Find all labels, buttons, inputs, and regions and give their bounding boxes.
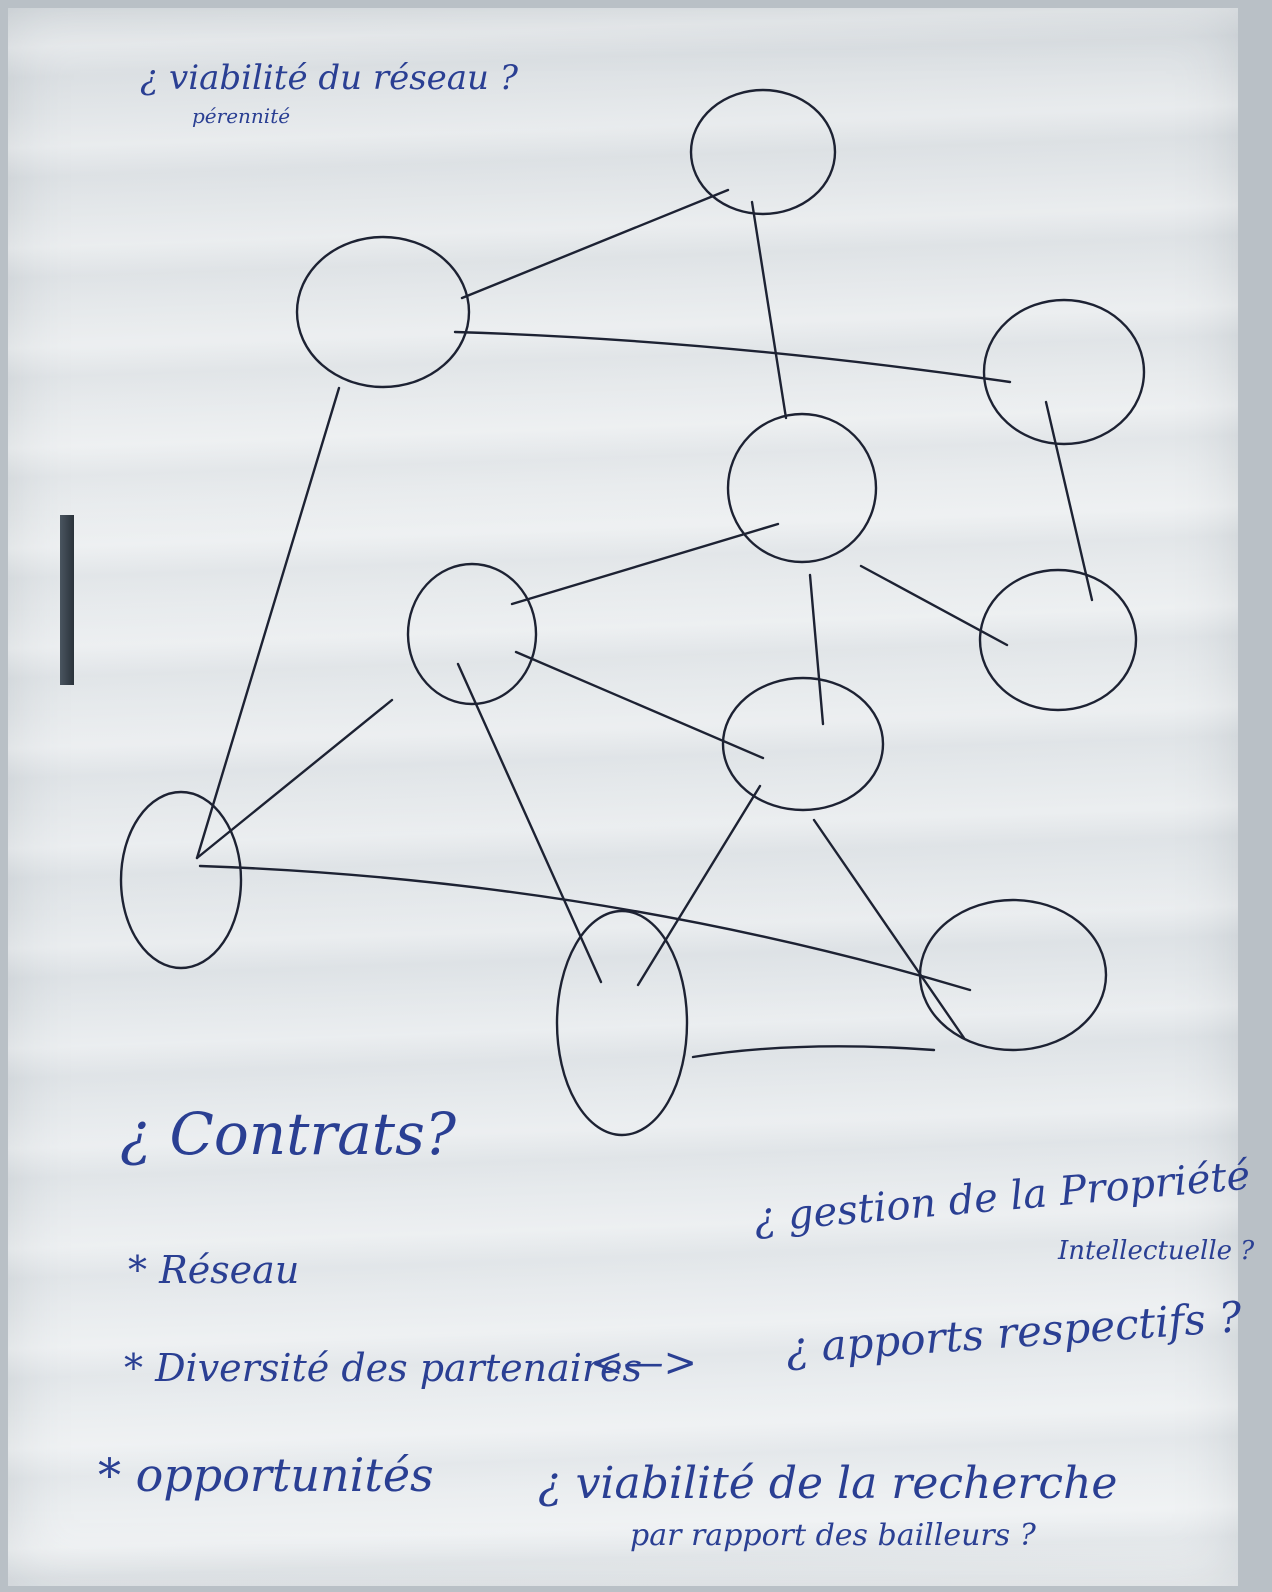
node-right-lower bbox=[978, 568, 1138, 712]
arrow-note: <—> bbox=[590, 1340, 698, 1386]
binder-clip bbox=[60, 515, 74, 685]
header-note-line2: pérennité bbox=[192, 104, 291, 128]
edge bbox=[195, 386, 341, 860]
edge bbox=[195, 698, 394, 860]
edge bbox=[691, 1045, 936, 1059]
node-center-upper bbox=[726, 412, 878, 564]
node-bottom-right bbox=[918, 898, 1108, 1052]
node-right bbox=[982, 298, 1146, 446]
flipchart-sheet bbox=[8, 8, 1238, 1586]
edge bbox=[514, 650, 765, 760]
viabilite-note-line2: par rapport des bailleurs ? bbox=[630, 1518, 1036, 1553]
node-bottom-center bbox=[555, 909, 689, 1137]
edge bbox=[510, 522, 780, 606]
edge bbox=[456, 662, 603, 984]
edge bbox=[859, 564, 1009, 647]
gestion-note-line2: Intellectuelle ? bbox=[1058, 1236, 1255, 1266]
edge bbox=[1044, 400, 1094, 602]
reseau-note: * Réseau bbox=[128, 1248, 300, 1292]
contrats-note: ¿ Contrats? bbox=[120, 1100, 456, 1168]
viabilite-note-line1: ¿ viabilité de la recherche bbox=[538, 1458, 1118, 1509]
edge bbox=[750, 200, 788, 420]
node-top-right bbox=[689, 88, 837, 216]
node-upper-left bbox=[295, 235, 471, 389]
node-left bbox=[119, 790, 243, 970]
node-center-left bbox=[406, 562, 538, 706]
edge bbox=[636, 784, 762, 987]
edge bbox=[460, 188, 730, 300]
node-center bbox=[721, 676, 885, 812]
diversite-note: * Diversité des partenaires bbox=[124, 1346, 643, 1390]
edge bbox=[808, 573, 825, 726]
header-note-line1: ¿ viabilité du réseau ? bbox=[140, 58, 518, 98]
edge bbox=[812, 818, 966, 1040]
edge bbox=[453, 330, 1012, 384]
opportunites-note: * opportunités bbox=[98, 1448, 434, 1502]
edge bbox=[198, 864, 972, 992]
